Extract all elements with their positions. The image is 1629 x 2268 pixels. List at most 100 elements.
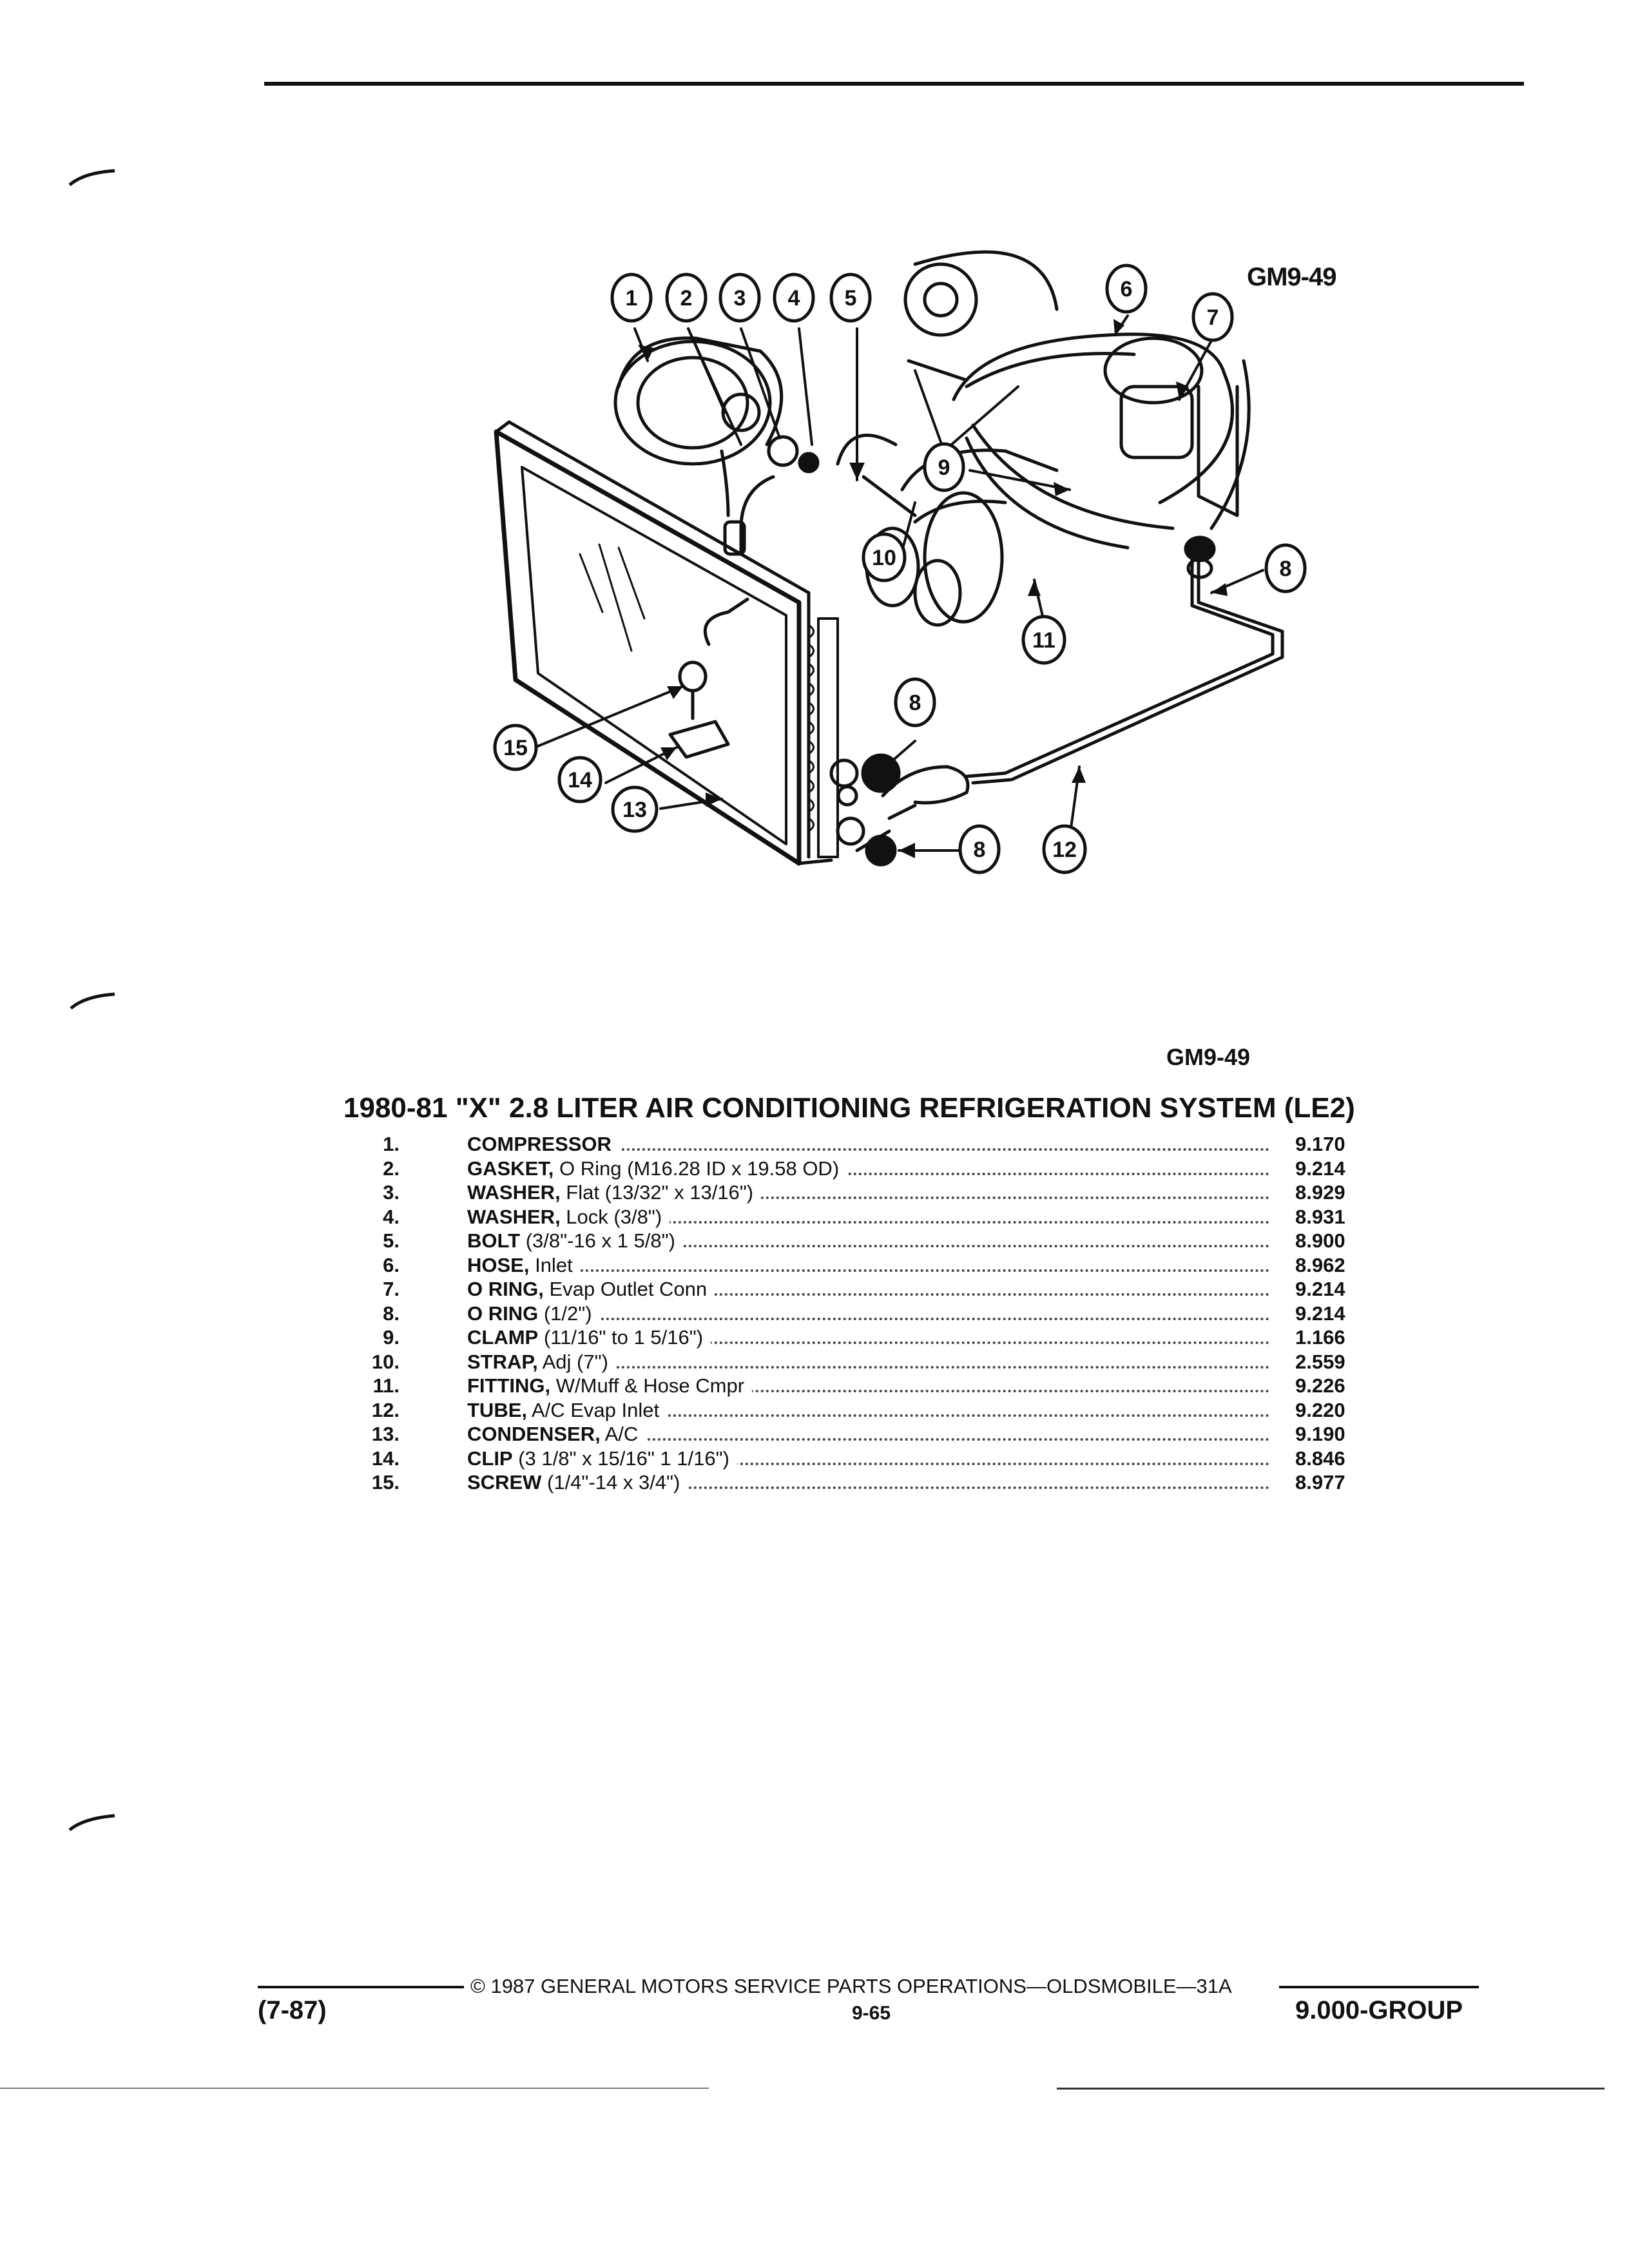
parts-row: 7. O RING, Evap Outlet Conn 9.214: [348, 1278, 1405, 1302]
caption-code: GM9-49: [1166, 1044, 1251, 1070]
callout-7: [1191, 292, 1234, 342]
part-name: GASKET,: [467, 1157, 554, 1180]
part-name: STRAP,: [467, 1350, 538, 1373]
part-description: GASKET, O Ring (M16.28 ID x 19.58 OD): [467, 1157, 847, 1180]
bottom-rule-left: [0, 2088, 709, 2089]
parts-row: 15.SCREW (1/4"-14 x 3/4")8.977: [348, 1471, 1405, 1495]
group-code: 8.929: [1295, 1181, 1345, 1204]
parts-row: 4. WASHER, Lock (3/8") 8.931: [348, 1205, 1405, 1230]
callout-2: [665, 273, 708, 323]
group-code: 8.900: [1295, 1229, 1345, 1252]
part-description: WASHER, Flat (13/32" x 13/16"): [467, 1181, 762, 1204]
part-description: STRAP, Adj (7"): [467, 1350, 616, 1374]
callout-label-2: 2: [680, 286, 693, 311]
callout-label-13: 13: [622, 798, 647, 822]
callout-3: [718, 273, 761, 323]
dot-leader: [467, 1462, 1269, 1465]
part-number: 14.: [371, 1446, 400, 1470]
parts-row: 10. STRAP, Adj (7") 2.559: [348, 1350, 1405, 1375]
dot-leader: [467, 1148, 1269, 1151]
callout-label-15: 15: [503, 736, 528, 760]
binder-marks: [68, 169, 115, 1831]
footer-date: (7-87): [258, 1996, 327, 2024]
part-number: 9.: [383, 1326, 400, 1349]
callout-10: [862, 532, 907, 582]
callout-15: [493, 724, 538, 771]
part-description: O RING, Evap Outlet Conn: [467, 1278, 715, 1301]
footer-rule-left: [258, 1986, 464, 1988]
clip-screw-illustration: [668, 597, 749, 759]
part-number: 4.: [383, 1205, 400, 1228]
part-number: 10.: [371, 1350, 400, 1373]
part-detail: Flat (13/32" x 13/16"): [560, 1181, 754, 1204]
part-number: 6.: [383, 1253, 400, 1276]
part-name: BOLT: [467, 1229, 521, 1252]
group-code: 9.170: [1295, 1133, 1345, 1155]
callout-label-8a: 8: [1280, 557, 1292, 581]
section-title: 1980-81 "X" 2.8 LITER AIR CONDITIONING R…: [343, 1092, 1355, 1124]
dot-leader: [467, 1438, 1269, 1441]
part-name: WASHER,: [467, 1181, 561, 1204]
dot-leader: [467, 1390, 1269, 1392]
part-detail: Inlet: [529, 1253, 573, 1276]
part-description: COMPRESSOR: [467, 1133, 619, 1156]
part-name: SCREW: [467, 1471, 542, 1494]
callout-13: [611, 785, 659, 833]
group-code: 8.846: [1295, 1446, 1345, 1470]
part-detail: (11/16" to 1 5/16"): [538, 1326, 704, 1349]
callout-label-12: 12: [1052, 838, 1077, 862]
callout-label-10: 10: [872, 546, 896, 570]
callout-label-5: 5: [845, 286, 857, 311]
part-name: O RING: [467, 1302, 539, 1325]
part-name: O RING,: [467, 1278, 544, 1300]
dot-leader: [467, 1172, 1269, 1175]
bottom-rule-right: [1057, 2088, 1605, 2090]
part-description: WASHER, Lock (3/8"): [467, 1205, 670, 1229]
top-rule: [264, 82, 1524, 86]
group-code: 9.190: [1295, 1423, 1345, 1445]
callout-label-14: 14: [568, 768, 592, 793]
group-code: 9.214: [1295, 1157, 1345, 1180]
group-code: 9.220: [1295, 1398, 1345, 1421]
part-name: CLAMP: [467, 1326, 539, 1349]
group-code: 1.166: [1295, 1326, 1345, 1349]
parts-row: 8.O RING (1/2")9.214: [348, 1302, 1405, 1327]
dot-leader: [467, 1245, 1269, 1247]
dot-leader: [467, 1414, 1269, 1417]
footer-copyright: © 1987 GENERAL MOTORS SERVICE PARTS OPER…: [470, 1975, 1232, 1997]
part-detail: Lock (3/8"): [560, 1205, 662, 1228]
parts-row: 9. CLAMP (11/16" to 1 5/16") 1.166: [348, 1326, 1405, 1350]
part-description: TUBE, A/C Evap Inlet: [467, 1398, 668, 1422]
group-code: 2.559: [1295, 1350, 1345, 1373]
group-code: 8.962: [1295, 1253, 1345, 1276]
callout-1: [610, 273, 653, 323]
callout-label-7: 7: [1207, 305, 1219, 330]
callout-8b: [894, 677, 936, 727]
part-detail: A/C: [600, 1423, 639, 1445]
part-number: 13.: [371, 1423, 400, 1445]
part-detail: (3/8"-16 x 1 5/8"): [520, 1229, 675, 1252]
dot-leader: [467, 1365, 1269, 1369]
part-description: SCREW (1/4"-14 x 3/4"): [467, 1471, 688, 1494]
dot-leader: [467, 1293, 1269, 1296]
engine-and-hoses-illustration: [720, 250, 1251, 627]
callout-9: [923, 442, 965, 492]
part-name: CLIP: [467, 1446, 513, 1470]
part-number: 7.: [383, 1278, 400, 1300]
group-code: 9.214: [1295, 1278, 1345, 1300]
part-description: CLAMP (11/16" to 1 5/16"): [467, 1326, 711, 1349]
part-detail: W/Muff & Hose Cmpr: [550, 1374, 745, 1397]
part-number: 3.: [383, 1181, 400, 1204]
callout-label-4: 4: [788, 286, 800, 311]
leader-lines: [534, 314, 1264, 852]
callout-11: [1021, 615, 1066, 665]
part-name: WASHER,: [467, 1205, 561, 1228]
compressor-illustration: [613, 336, 820, 474]
callout-4: [773, 273, 815, 323]
part-name: FITTING,: [467, 1374, 551, 1397]
group-code: 8.931: [1295, 1205, 1345, 1228]
part-number: 11.: [372, 1374, 400, 1397]
part-description: O RING (1/2"): [467, 1302, 600, 1325]
